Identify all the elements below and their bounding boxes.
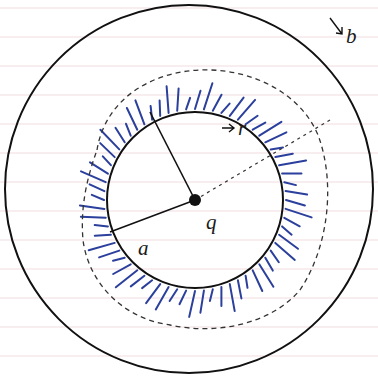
hatch-stroke xyxy=(246,116,258,125)
hatch-stroke xyxy=(271,251,279,263)
radius-r-line xyxy=(150,112,195,200)
paper-rule xyxy=(0,37,378,38)
hatch-stroke xyxy=(189,291,195,317)
paper-rule xyxy=(0,124,378,125)
hatch-stroke xyxy=(195,91,201,109)
hatch-stroke xyxy=(265,132,286,142)
hatch-stroke xyxy=(286,191,308,195)
radius-a-line xyxy=(110,200,195,232)
hatch-stroke xyxy=(282,172,301,174)
hatch-stroke xyxy=(95,225,108,226)
paper-rule xyxy=(0,269,378,270)
b-arrow xyxy=(330,18,342,34)
hatch-stroke xyxy=(213,95,222,111)
hatch-stroke xyxy=(146,284,160,303)
hatch-stroke xyxy=(116,270,138,287)
hatch-stroke xyxy=(131,276,145,287)
hatch-stroke xyxy=(135,100,144,124)
charge-hatching xyxy=(80,83,312,317)
hatch-stroke xyxy=(127,108,137,130)
hatch-stroke xyxy=(238,280,242,298)
hatch-stroke xyxy=(253,123,266,130)
hatch-stroke xyxy=(142,280,152,288)
hatch-stroke xyxy=(259,264,273,286)
hatch-stroke xyxy=(156,287,169,309)
hatch-stroke xyxy=(89,243,115,250)
hatch-stroke xyxy=(259,122,281,136)
hatch-stroke xyxy=(90,184,105,191)
paper-rule xyxy=(0,95,378,96)
paper-rule xyxy=(0,182,378,183)
hatch-stroke xyxy=(116,128,125,143)
hatch-stroke xyxy=(170,289,178,301)
hatch-stroke xyxy=(279,160,306,165)
hatch-stroke xyxy=(221,104,229,113)
hatch-stroke xyxy=(275,243,295,260)
hatch-stroke xyxy=(253,270,263,291)
radius-b-line xyxy=(195,120,330,200)
hatch-stroke xyxy=(204,83,213,109)
radius-label: a xyxy=(138,238,149,259)
hatch-stroke xyxy=(200,291,204,313)
outer-sphere xyxy=(5,5,373,373)
hatch-stroke xyxy=(282,226,292,234)
inner-sphere xyxy=(107,112,283,288)
paper-rule xyxy=(0,8,378,9)
hatch-stroke xyxy=(126,124,131,136)
hatch-stroke xyxy=(220,287,222,306)
paper-rule xyxy=(0,66,378,67)
radius-label: r xyxy=(238,118,246,139)
r-arrow xyxy=(222,124,234,132)
hatch-stroke xyxy=(286,200,305,206)
hatch-stroke xyxy=(284,218,299,227)
hatch-stroke xyxy=(230,284,235,311)
hatch-stroke xyxy=(238,100,255,120)
hatch-stroke xyxy=(186,98,190,110)
hatch-stroke xyxy=(99,251,119,258)
radius-label: b xyxy=(346,26,357,47)
gaussian-surface xyxy=(82,70,327,329)
hatch-stroke xyxy=(167,86,169,113)
hatch-stroke xyxy=(265,258,273,271)
hatch-stroke xyxy=(103,156,111,165)
hatch-stroke xyxy=(279,235,298,249)
paper-rule xyxy=(0,298,378,299)
hatch-stroke xyxy=(92,195,104,200)
hatch-stroke xyxy=(286,209,312,218)
hatch-stroke xyxy=(230,98,244,116)
hatch-stroke xyxy=(275,154,293,157)
hatch-stroke xyxy=(246,276,248,288)
hatch-stroke xyxy=(81,217,106,218)
hatch-stroke xyxy=(284,182,296,185)
hatch-stroke xyxy=(113,264,131,274)
hatch-stroke xyxy=(113,258,125,261)
hatch-stroke xyxy=(177,89,178,111)
hatch-stroke xyxy=(100,143,115,157)
paper-rule xyxy=(0,211,378,212)
hatch-stroke xyxy=(180,291,187,305)
paper-rule xyxy=(0,153,378,154)
hatch-stroke xyxy=(159,101,162,116)
point-charge xyxy=(189,194,201,206)
hatch-stroke xyxy=(100,130,119,150)
paper-rule xyxy=(0,356,378,357)
charge-label: q xyxy=(206,212,217,233)
hatch-stroke xyxy=(210,289,213,301)
hatch-stroke xyxy=(95,234,111,237)
hatch-stroke xyxy=(81,171,106,182)
